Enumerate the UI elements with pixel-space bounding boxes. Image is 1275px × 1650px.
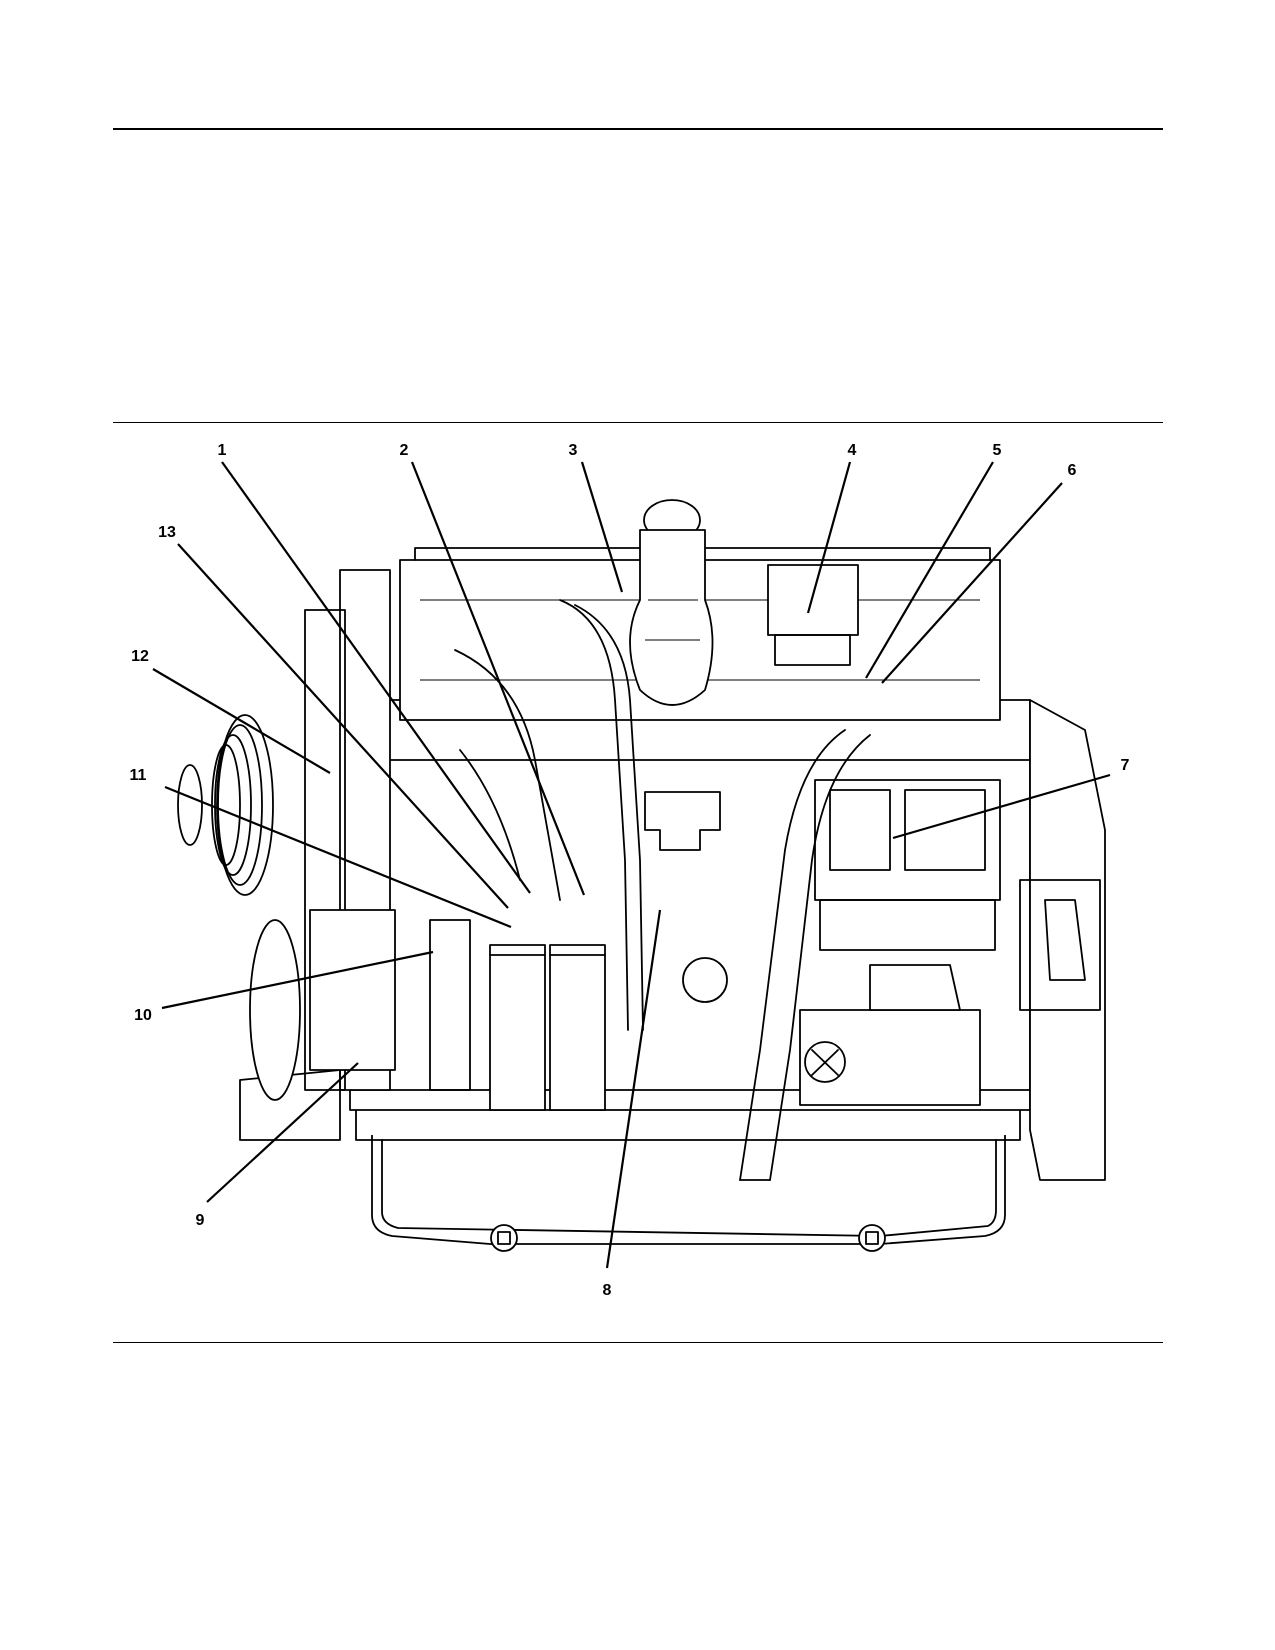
flywheel-housing xyxy=(1029,699,1106,1181)
engine-control-module xyxy=(814,779,1001,951)
callout-5: 5 xyxy=(993,442,1002,459)
callout-leaders xyxy=(152,461,1111,1269)
leader-10 xyxy=(161,950,434,1010)
callout-10: 10 xyxy=(134,1007,152,1024)
leader-6 xyxy=(881,482,1063,684)
oil-pan xyxy=(371,1135,1006,1245)
leader-8 xyxy=(605,909,662,1269)
leader-9 xyxy=(206,1062,359,1203)
drain-plug-right xyxy=(858,1224,886,1252)
callout-11: 11 xyxy=(130,767,147,784)
sensor-bracket xyxy=(644,791,721,851)
figure-bottom-rule xyxy=(113,1342,1163,1343)
leader-3 xyxy=(580,461,624,593)
leader-2 xyxy=(410,461,586,896)
leader-5 xyxy=(865,461,994,679)
callout-3: 3 xyxy=(569,442,578,459)
callout-12: 12 xyxy=(131,648,149,665)
callout-2: 2 xyxy=(400,442,409,459)
leader-4 xyxy=(806,461,852,614)
callout-8: 8 xyxy=(603,1282,612,1299)
callout-numbers: 1 2 3 4 5 6 7 8 9 10 11 12 13 xyxy=(130,442,1130,1299)
air-intake-elbow xyxy=(629,499,714,706)
callout-4: 4 xyxy=(848,442,857,459)
top-rule xyxy=(113,128,1163,130)
starter-motor xyxy=(799,964,981,1106)
fuel-filters xyxy=(489,944,606,1111)
leader-7 xyxy=(892,773,1111,840)
callout-13: 13 xyxy=(158,524,176,541)
intake-hose xyxy=(739,729,846,1181)
engine-illustration xyxy=(177,499,1106,1252)
electronic-module xyxy=(767,564,859,636)
leader-13 xyxy=(177,543,509,909)
callout-7: 7 xyxy=(1121,757,1130,774)
callout-9: 9 xyxy=(196,1212,205,1229)
figure-top-rule xyxy=(113,422,1163,423)
callout-6: 6 xyxy=(1068,462,1077,479)
crankshaft-pulley xyxy=(177,714,301,1101)
leader-11 xyxy=(164,785,512,929)
leader-1 xyxy=(221,461,531,894)
drain-plug-left xyxy=(490,1224,518,1252)
leader-12 xyxy=(152,668,331,774)
callout-1: 1 xyxy=(218,442,227,459)
